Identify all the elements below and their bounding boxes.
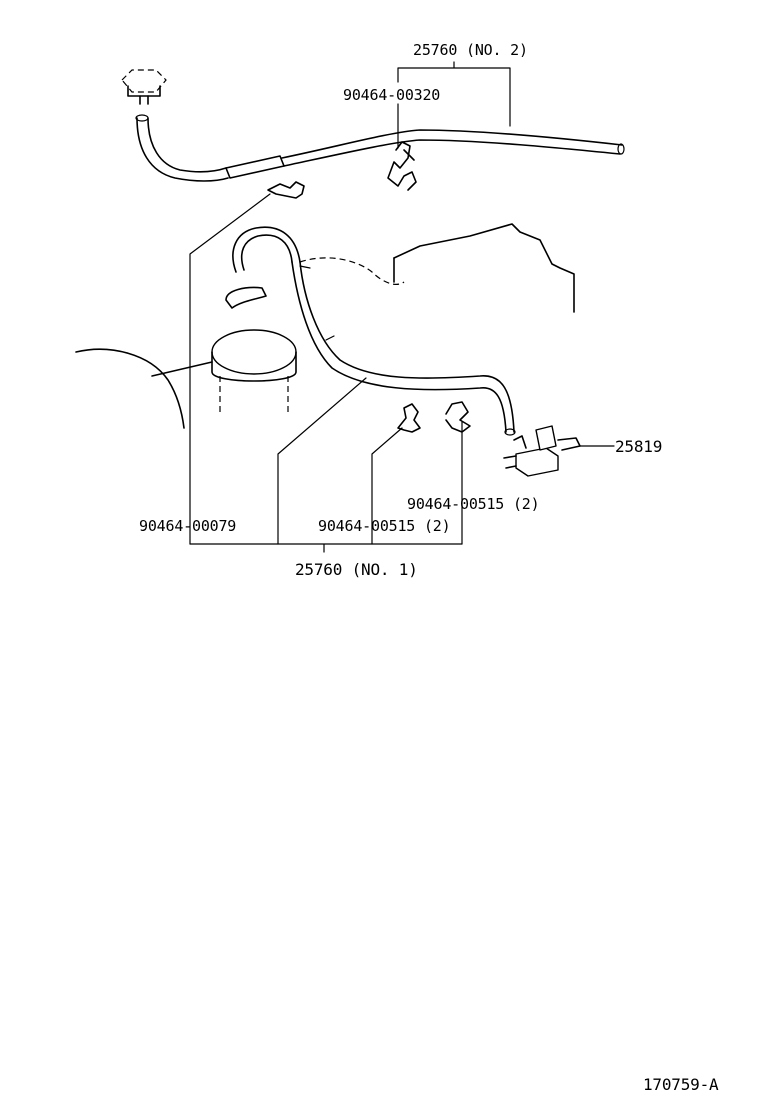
hose-no1-drawing <box>225 181 516 436</box>
leader-lines <box>189 61 615 553</box>
label-25819: 25819 <box>615 437 663 456</box>
label-25760-no2: 25760 (NO. 2) <box>413 41 528 59</box>
label-90464-00079: 90464-00079 <box>139 517 237 535</box>
drawing-number: 170759-A <box>643 1075 719 1094</box>
label-90464-00515-center: 90464-00515 (2) <box>318 517 451 535</box>
label-90464-00320: 90464-00320 <box>343 86 441 104</box>
vsv-drawing <box>503 425 581 477</box>
label-25760-no1: 25760 (NO. 1) <box>295 560 418 579</box>
hose-no2-drawing <box>121 69 625 191</box>
label-90464-00515-right: 90464-00515 (2) <box>407 495 540 513</box>
engine-outline <box>75 223 575 429</box>
